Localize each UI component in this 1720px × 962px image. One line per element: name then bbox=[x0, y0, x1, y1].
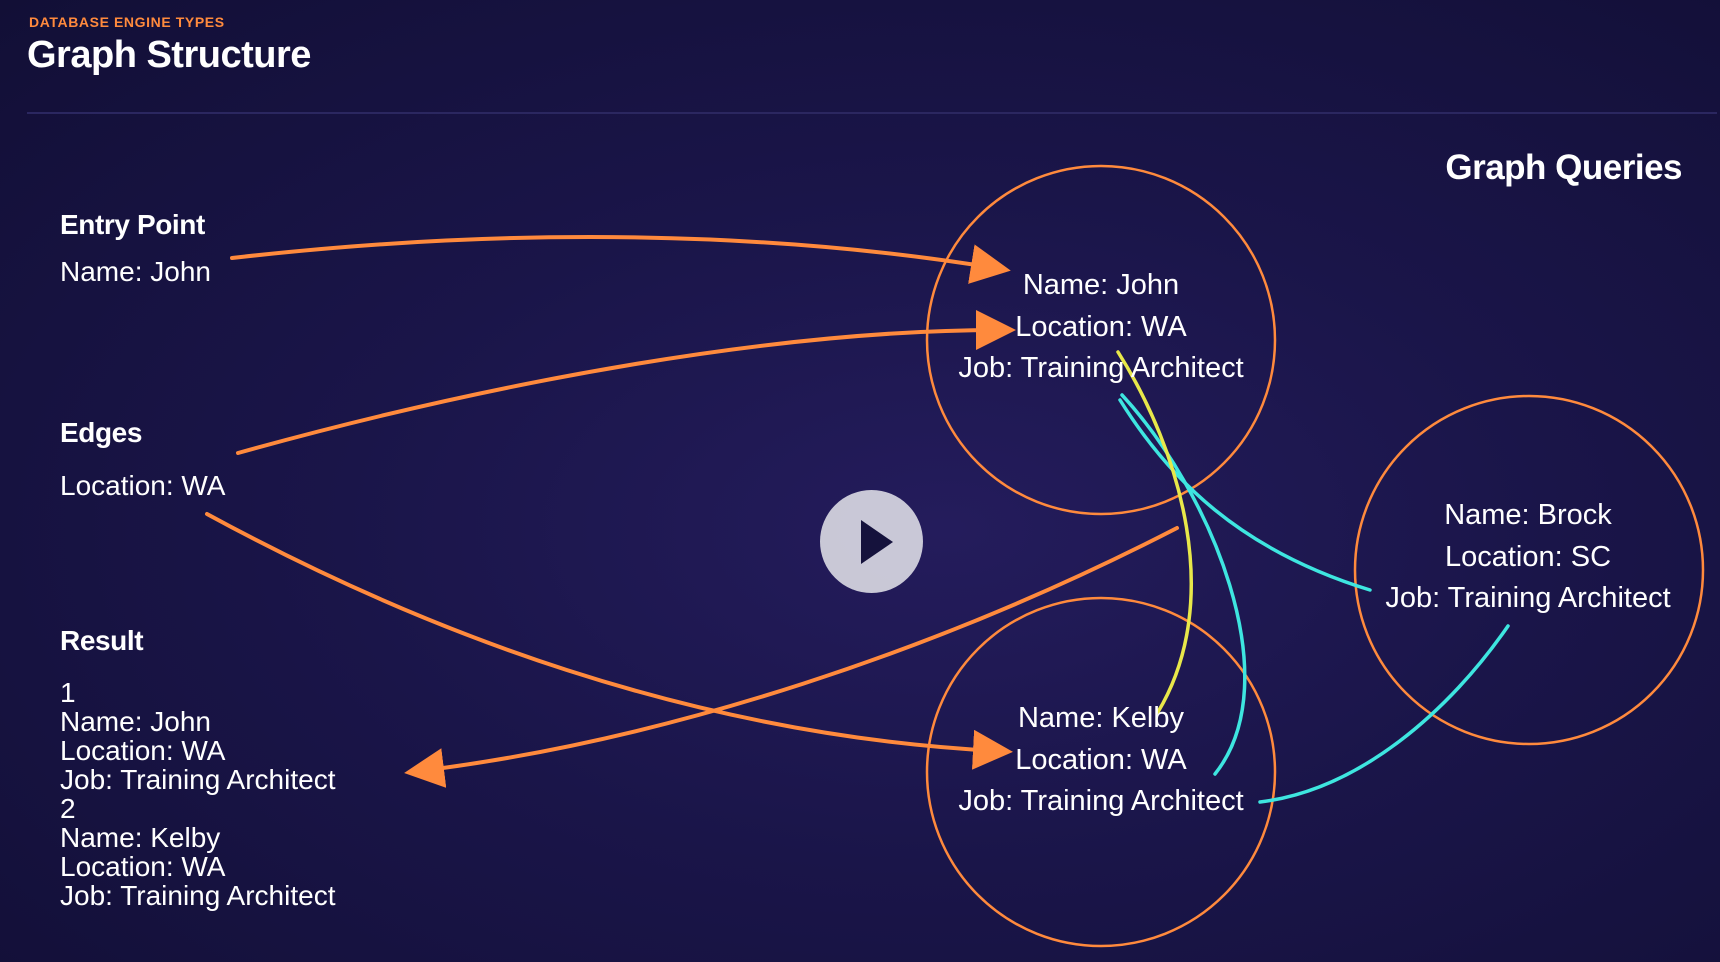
node-brock-label: Name: Brock Location: SC Job: Training A… bbox=[1348, 495, 1708, 620]
edge-john-kelby-cyan bbox=[1120, 393, 1247, 776]
node-kelby-circle bbox=[925, 596, 1277, 948]
result-line: 1 bbox=[60, 677, 76, 708]
node-john-circle bbox=[925, 164, 1277, 516]
node-john-label: Name: John Location: WA Job: Training Ar… bbox=[921, 265, 1281, 390]
header-divider bbox=[27, 112, 1717, 114]
edge-brock-kelby bbox=[1258, 624, 1510, 804]
node-brock-name: Name: Brock bbox=[1444, 499, 1612, 531]
node-john-job: Job: Training Architect bbox=[958, 352, 1244, 384]
entry-point-heading: Entry Point bbox=[60, 209, 205, 240]
entry-point-value: Name: John bbox=[60, 256, 211, 287]
arrow-entry-to-john bbox=[230, 235, 1011, 284]
edge-john-kelby-yellow bbox=[1116, 350, 1193, 714]
result-line: 2 bbox=[60, 793, 76, 824]
result-line: Job: Training Architect bbox=[60, 880, 336, 911]
result-line: Name: Kelby bbox=[60, 822, 221, 853]
play-icon bbox=[861, 520, 893, 564]
node-brock-location: Location: SC bbox=[1444, 540, 1612, 573]
node-brock-job: Job: Training Architect bbox=[1385, 582, 1671, 614]
node-brock-circle bbox=[1353, 394, 1705, 746]
edges-heading: Edges bbox=[60, 417, 143, 448]
page-title: Graph Structure bbox=[27, 34, 311, 76]
node-kelby-label: Name: Kelby Location: WA Job: Training A… bbox=[921, 698, 1281, 823]
edge-john-brock bbox=[1118, 398, 1372, 592]
result-line: Location: WA bbox=[60, 851, 226, 882]
section-eyebrow: DATABASE ENGINE TYPES bbox=[29, 14, 225, 30]
node-kelby-name: Name: Kelby bbox=[1017, 702, 1184, 734]
result-line: Job: Training Architect bbox=[60, 764, 336, 795]
node-john-name: Name: John bbox=[1022, 269, 1180, 301]
arrow-graph-to-result bbox=[404, 526, 1179, 788]
result-line: Name: John bbox=[60, 706, 211, 737]
arrow-edges-to-john-location bbox=[236, 310, 1016, 455]
edges-value: Location: WA bbox=[60, 470, 226, 501]
result-heading: Result bbox=[60, 625, 144, 656]
node-kelby-job: Job: Training Architect bbox=[958, 785, 1244, 817]
play-button[interactable] bbox=[820, 490, 923, 593]
node-kelby-location: Location: WA bbox=[1015, 743, 1187, 776]
result-list: 1 Name: John Location: WA Job: Training … bbox=[60, 678, 335, 910]
graph-queries-title: Graph Queries bbox=[1445, 148, 1682, 187]
arrow-edges-to-kelby-location bbox=[205, 512, 1013, 770]
result-line: Location: WA bbox=[60, 735, 226, 766]
node-john-location: Location: WA bbox=[1015, 310, 1187, 343]
